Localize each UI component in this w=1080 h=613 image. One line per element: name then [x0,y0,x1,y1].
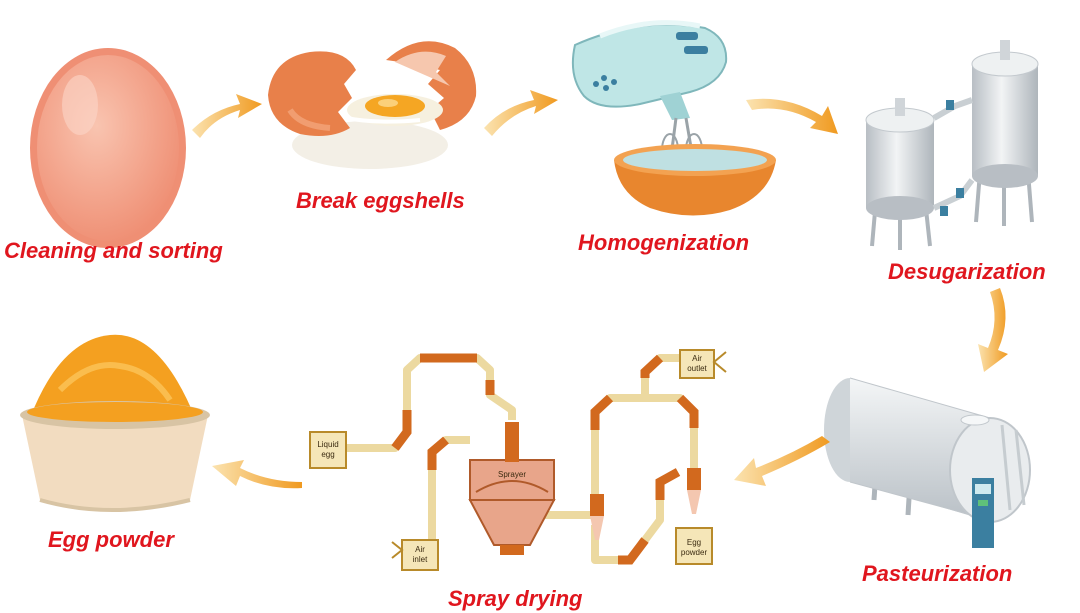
broken-egg-icon [268,41,477,169]
egg-icon [30,48,186,248]
air-outlet-label-line2: outlet [687,364,707,373]
arrow-5-icon [734,436,830,486]
desugarization-tanks-icon [865,40,1039,250]
cleaning-and-sorting-label: Cleaning and sorting [4,238,223,263]
spray-drying-label: Spray drying [448,586,583,611]
egg-powder-bowl-icon [20,334,210,512]
spray-dryer-schematic: Liquid egg Air inlet Air outlet Sprayer … [309,349,727,571]
arrow-3-icon [746,98,838,134]
bowl-icon [614,144,776,216]
arrow-6-icon [212,460,302,489]
egg-powder-label: Egg powder [48,527,174,552]
air-outlet-label-line1: Air [692,354,702,363]
arrow-2-icon [484,90,558,136]
arrow-1-icon [192,94,262,138]
pasteurization-label: Pasteurization [862,561,1013,586]
egg-powder-box-label-line1: Egg [687,538,701,547]
pasteurization-tank-icon [824,377,1031,548]
homogenization-label: Homogenization [578,230,750,255]
air-inlet-label-line1: Air [415,545,425,554]
egg-powder-box-label-line2: powder [681,548,708,557]
break-eggshells-label: Break eggshells [296,188,465,213]
desugarization-label: Desugarization [888,259,1046,284]
sprayer-label: Sprayer [498,470,526,479]
arrow-4-icon [978,288,1008,372]
air-inlet-label-line2: inlet [413,555,428,564]
liquid-egg-label-line2: egg [321,450,334,459]
liquid-egg-label-line1: Liquid [317,440,338,449]
